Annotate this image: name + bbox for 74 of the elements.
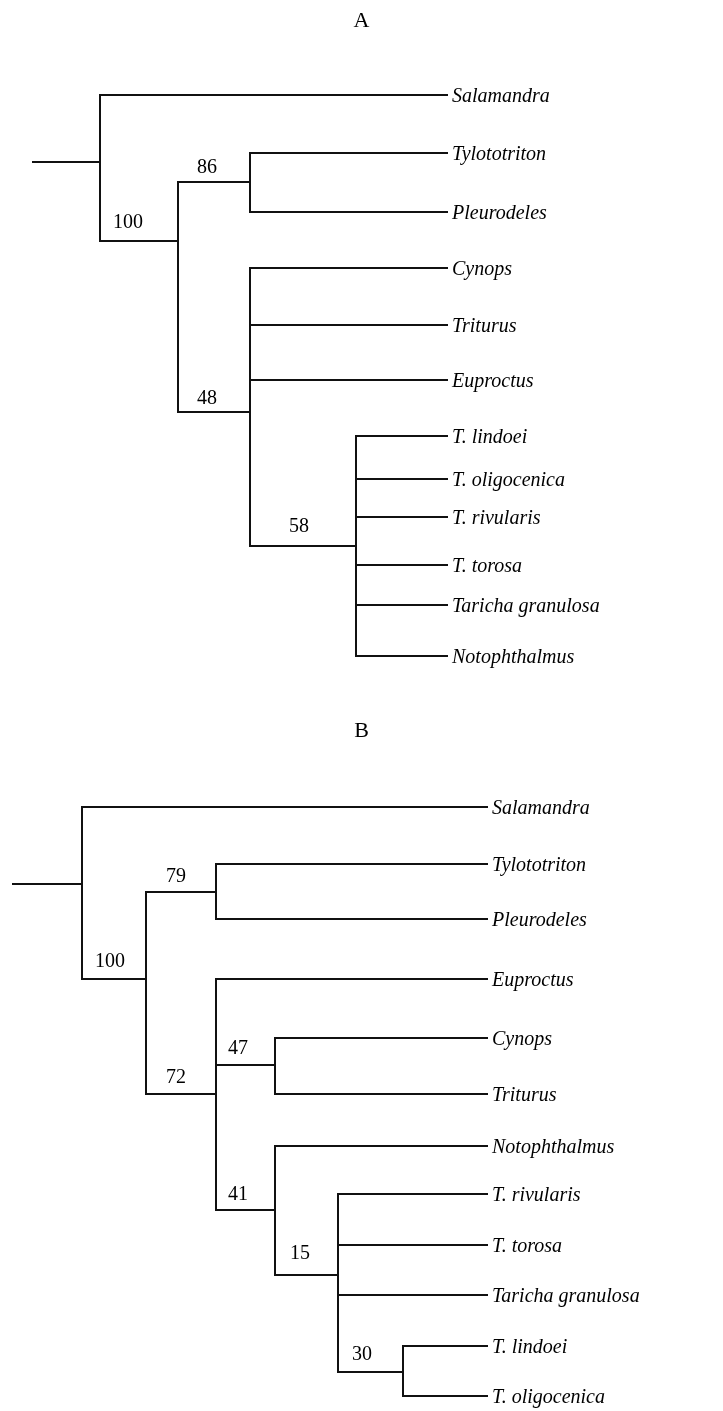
taxon-name: T. oligocenica [488, 1384, 605, 1408]
taxon-name: T. torosa [448, 553, 523, 577]
support-value: 58 [289, 513, 309, 538]
taxon-name: Tylototriton [448, 141, 547, 165]
taxon-name: Taricha granulosa [448, 593, 600, 617]
taxon-name: Cynops [488, 1026, 552, 1050]
taxon-name: T. rivularis [488, 1182, 581, 1206]
tree-branch [250, 545, 356, 547]
taxon-name: Tylototriton [488, 852, 587, 876]
support-value: 100 [95, 948, 125, 973]
tree-branch [275, 1037, 489, 1039]
tree-branch [356, 604, 449, 606]
support-value: 86 [197, 154, 217, 179]
tree-branch [250, 267, 449, 269]
tree-branch [250, 152, 449, 154]
tree-branch [178, 181, 250, 183]
tree-branch [216, 918, 489, 920]
tree-branch [356, 655, 449, 657]
tree-branch [82, 806, 489, 808]
tree-branch [275, 1093, 489, 1095]
tree-branch [338, 1294, 489, 1296]
support-value: 48 [197, 385, 217, 410]
tree-branch [100, 240, 178, 242]
taxon-name: Cynops [448, 256, 512, 280]
tree-branch [275, 1145, 489, 1147]
taxon-name: Pleurodeles [488, 907, 587, 931]
tree-branch [216, 863, 489, 865]
taxon-name: Triturus [448, 313, 517, 337]
tree-branch [178, 411, 250, 413]
taxon-name: Euproctus [488, 967, 574, 991]
panel-letter: A [353, 6, 370, 34]
taxon-name: Salamandra [448, 83, 550, 107]
taxon-name: Triturus [488, 1082, 557, 1106]
support-value: 47 [228, 1035, 248, 1060]
taxon-name: Notophthalmus [448, 644, 575, 668]
tree-branch [250, 324, 449, 326]
tree-branch [338, 1371, 403, 1373]
taxon-name: T. lindoei [448, 424, 528, 448]
tree-branch [11, 883, 82, 885]
tree-branch [216, 1064, 275, 1066]
tree-branch [338, 1244, 489, 1246]
tree-branch [31, 161, 100, 163]
tree-branch [356, 478, 449, 480]
support-value: 41 [228, 1181, 248, 1206]
tree-branch [146, 1093, 216, 1095]
support-value: 79 [166, 863, 186, 888]
taxon-name: Salamandra [488, 795, 590, 819]
support-value: 100 [113, 209, 143, 234]
taxon-name: T. torosa [488, 1233, 563, 1257]
support-value: 72 [166, 1064, 186, 1089]
support-value: 15 [290, 1240, 310, 1265]
tree-branch [338, 1193, 489, 1195]
tree-branch [275, 1274, 338, 1276]
taxon-name: Euproctus [448, 368, 534, 392]
taxon-name: Pleurodeles [448, 200, 547, 224]
panel-letter: B [354, 716, 369, 744]
tree-branch [403, 1395, 489, 1397]
tree-branch [250, 211, 449, 213]
taxon-name: Notophthalmus [488, 1134, 615, 1158]
taxon-name: T. oligocenica [448, 467, 565, 491]
tree-branch [403, 1345, 489, 1347]
tree-branch [356, 435, 449, 437]
taxon-name: T. rivularis [448, 505, 541, 529]
tree-branch [82, 978, 146, 980]
tree-branch [216, 978, 489, 980]
tree-branch [250, 379, 449, 381]
support-value: 30 [352, 1341, 372, 1366]
tree-branch [356, 564, 449, 566]
tree-branch [146, 891, 216, 893]
taxon-name: T. lindoei [488, 1334, 568, 1358]
tree-branch [356, 516, 449, 518]
taxon-name: Taricha granulosa [488, 1283, 640, 1307]
tree-branch [100, 94, 449, 96]
tree-branch [216, 1209, 275, 1211]
